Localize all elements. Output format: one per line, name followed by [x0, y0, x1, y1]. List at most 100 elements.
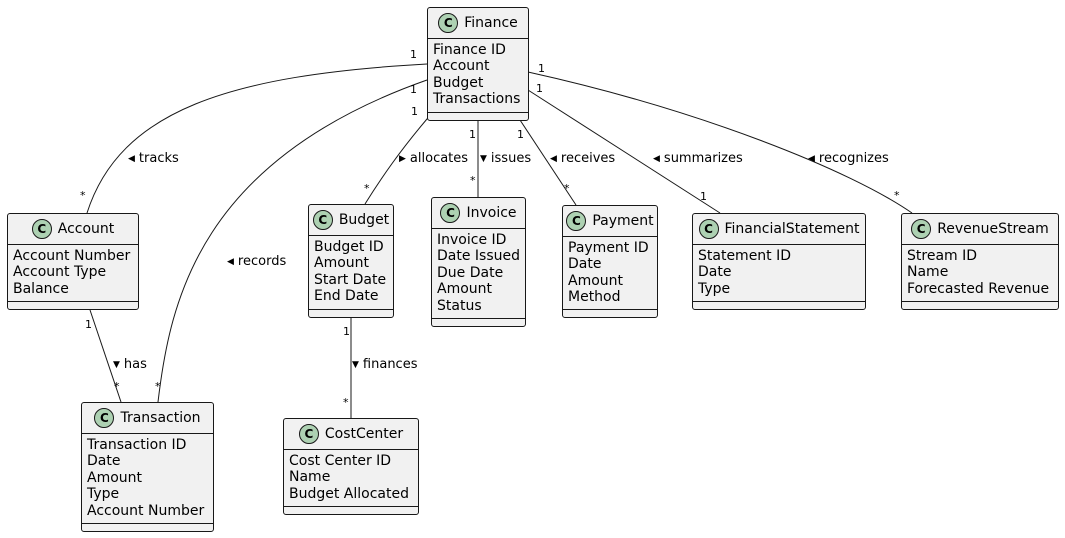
attribute: Cost Center ID	[289, 453, 392, 469]
attribute: Amount	[568, 272, 624, 289]
attribute: Account Type	[13, 264, 107, 281]
relation-label: records	[237, 254, 287, 269]
edge-finance-statement	[527, 89, 721, 214]
attribute: Type	[87, 486, 120, 503]
attribute: Account	[433, 58, 490, 75]
attribute: Budget ID	[314, 239, 384, 255]
attribute-list: Finance ID Account Budget Transactions	[428, 39, 528, 108]
class-stereotype-icon: C	[298, 424, 319, 444]
relation-label: tracks	[138, 151, 179, 166]
methods-divider	[284, 506, 418, 507]
multiplicity: 1	[411, 105, 418, 118]
class-header: C Transaction	[82, 403, 213, 434]
class-payment[interactable]: C Payment Payment ID Date Amount Method	[562, 205, 658, 318]
class-budget[interactable]: C Budget Budget ID Amount Start Date End …	[308, 204, 394, 318]
relation-label: has	[123, 357, 147, 372]
direction-arrow-icon: ◀	[550, 153, 557, 164]
class-name: Transaction	[120, 410, 201, 426]
multiplicity: *	[343, 396, 349, 409]
attribute: Budget Allocated	[289, 485, 409, 502]
multiplicity: 1	[410, 48, 417, 61]
attribute-list: Invoice ID Date Issued Due Date Amount S…	[432, 229, 525, 314]
methods-divider	[563, 309, 657, 310]
class-name: Finance	[464, 15, 518, 31]
class-stereotype-icon: C	[312, 210, 333, 230]
edge-finance-transaction	[157, 79, 428, 403]
attribute: Balance	[13, 280, 69, 297]
relation-summarizes: ◀summarizes	[653, 151, 743, 166]
relation-finances: ▼finances	[352, 357, 417, 372]
methods-divider	[82, 523, 213, 524]
attribute: Status	[437, 297, 482, 314]
attribute-list: Account Number Account Type Balance	[8, 245, 138, 297]
class-header: C Budget	[309, 205, 393, 236]
attribute-list: Transaction ID Date Amount Type Account …	[82, 434, 213, 519]
attribute: Date	[698, 264, 732, 281]
attribute: Name	[289, 469, 331, 486]
class-stereotype-icon: C	[94, 408, 115, 428]
relation-label: finances	[362, 357, 418, 372]
class-costcenter[interactable]: C CostCenter Cost Center ID Name Budget A…	[283, 418, 419, 515]
direction-arrow-icon: ▼	[113, 359, 120, 370]
edge-finance-budget	[364, 111, 434, 205]
multiplicity: *	[894, 189, 900, 202]
class-stereotype-icon: C	[698, 219, 719, 239]
class-name: CostCenter	[324, 426, 404, 442]
class-name: Budget	[338, 212, 390, 228]
attribute: Payment ID	[568, 240, 649, 256]
class-transaction[interactable]: C Transaction Transaction ID Date Amount …	[81, 402, 214, 532]
attribute: Transaction ID	[87, 437, 187, 453]
class-name: Payment	[592, 213, 654, 229]
attribute: Type	[698, 280, 731, 297]
class-stereotype-icon: C	[566, 211, 587, 231]
multiplicity: *	[114, 380, 120, 393]
attribute: Invoice ID	[437, 232, 507, 248]
multiplicity: 1	[410, 83, 417, 96]
relation-tracks: ◀tracks	[128, 151, 179, 166]
multiplicity: *	[155, 380, 161, 393]
attribute: Date	[568, 256, 602, 273]
class-name: Invoice	[466, 205, 517, 221]
multiplicity: 1	[538, 62, 545, 75]
direction-arrow-icon: ◀	[653, 153, 660, 164]
direction-arrow-icon: ◀	[227, 256, 234, 267]
edge-finance-revenue	[527, 71, 913, 214]
methods-divider	[432, 318, 525, 319]
class-stereotype-icon: C	[31, 219, 52, 239]
multiplicity: *	[564, 182, 570, 195]
attribute-list: Payment ID Date Amount Method	[563, 237, 657, 306]
multiplicity: *	[470, 174, 476, 187]
attribute-list: Cost Center ID Name Budget Allocated	[284, 450, 418, 502]
class-stereotype-icon: C	[911, 219, 932, 239]
edge-finance-account	[86, 63, 428, 214]
methods-divider	[428, 112, 528, 113]
multiplicity: 1	[469, 128, 476, 141]
attribute: Start Date	[314, 271, 387, 288]
methods-divider	[8, 301, 138, 302]
attribute: Date Issued	[437, 248, 521, 265]
edge-account-transaction	[89, 309, 122, 403]
attribute-list: Budget ID Amount Start Date End Date	[309, 236, 393, 305]
direction-arrow-icon: ◀	[128, 153, 135, 164]
attribute: Budget	[433, 74, 484, 91]
attribute: Amount	[437, 281, 493, 298]
multiplicity: 1	[85, 318, 92, 331]
attribute: Transactions	[433, 91, 521, 108]
multiplicity: *	[364, 182, 370, 195]
attribute: Due Date	[437, 264, 504, 281]
direction-arrow-icon: ▶	[399, 153, 406, 164]
direction-arrow-icon: ◀	[808, 153, 815, 164]
attribute-list: Stream ID Name Forecasted Revenue	[902, 245, 1058, 297]
class-header: C CostCenter	[284, 419, 418, 450]
attribute: Stream ID	[907, 248, 978, 264]
edge-finance-payment	[519, 119, 577, 206]
relation-label: recognizes	[818, 151, 889, 166]
